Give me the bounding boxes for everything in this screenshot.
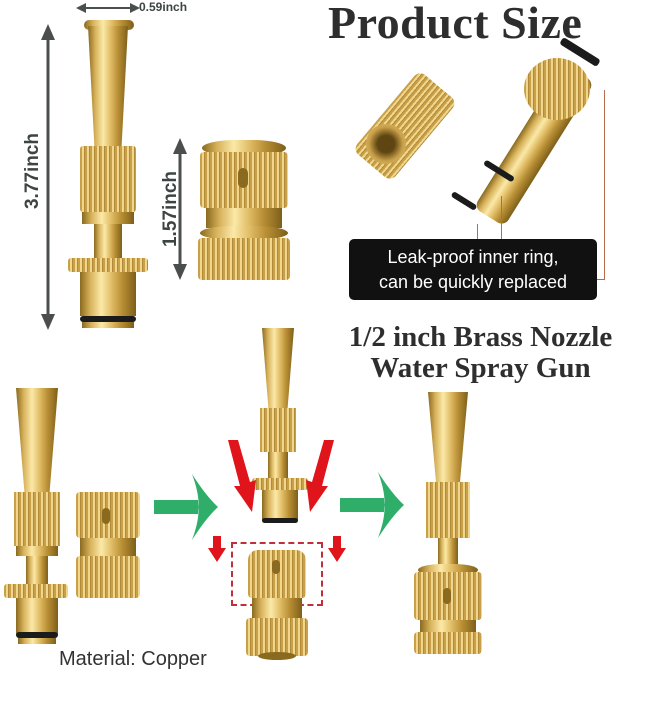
step2-connector-image [244, 546, 310, 666]
callout-line-2: can be quickly replaced [378, 272, 568, 292]
assembled-nozzle-image [410, 392, 490, 654]
step-arrow-icon [154, 474, 218, 540]
nozzle-sleeve-image [352, 56, 480, 182]
red-down-arrow-icon [306, 440, 334, 512]
red-down-arrow-icon [228, 440, 256, 512]
red-down-arrow-icon [208, 536, 226, 562]
nozzle-length-label: 3.77inch [22, 132, 43, 210]
callout-line-1: Leak-proof inner ring, [387, 247, 559, 267]
leak-proof-callout: Leak-proof inner ring, can be quickly re… [349, 239, 597, 300]
connector-length-label: 1.57inch [160, 170, 181, 248]
brass-nozzle-image [66, 18, 150, 330]
leader-line [604, 90, 605, 280]
leader-line [501, 196, 502, 239]
nozzle-length-arrow-icon [41, 24, 55, 330]
nozzle-spindle-image [440, 36, 620, 238]
width-dimension-arrow-icon [76, 3, 140, 13]
step1-connector-image [74, 488, 144, 602]
product-title: 1/2 inch Brass Nozzle Water Spray Gun [300, 322, 661, 384]
product-title-line-1: 1/2 inch Brass Nozzle [348, 321, 613, 353]
red-down-arrow-icon [328, 536, 346, 562]
step-arrow-icon [340, 472, 404, 538]
step1-nozzle-image [2, 388, 72, 648]
product-size-title: Product Size [328, 0, 583, 48]
step2-nozzle-image [252, 328, 312, 528]
material-label: Material: Copper [59, 648, 207, 670]
leader-line [597, 279, 605, 280]
quick-connector-image [196, 138, 292, 286]
leader-line [477, 224, 478, 239]
product-title-line-2: Water Spray Gun [370, 352, 591, 384]
connector-length-arrow-icon [173, 138, 187, 280]
width-dimension-label: 0.59inch [139, 0, 188, 14]
